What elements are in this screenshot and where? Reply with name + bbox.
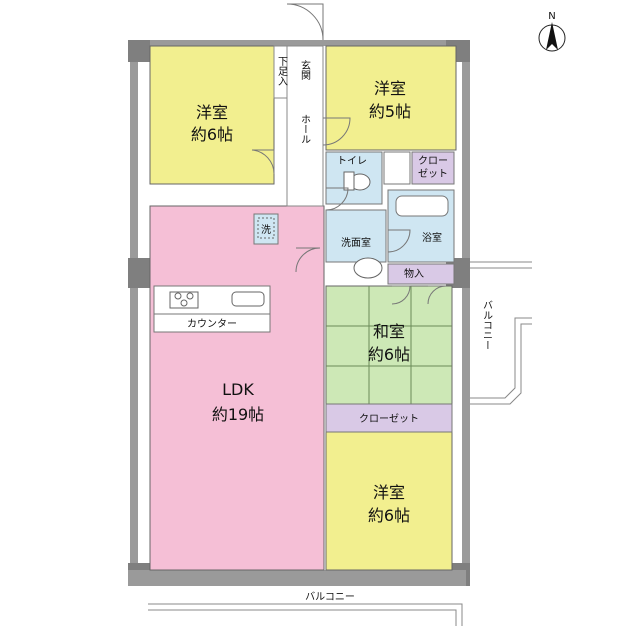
washer-icon	[257, 217, 275, 239]
svg-text:N: N	[548, 11, 555, 22]
kitchen-counter	[153, 285, 271, 315]
balcony-right: バルコニー	[470, 261, 532, 405]
western-room-se-name: 洋室	[373, 483, 405, 502]
japanese-room-size: 約6帖	[368, 345, 410, 364]
counter-label: カウンター	[187, 318, 237, 330]
western-room-ne	[325, 45, 457, 151]
storage	[387, 263, 455, 285]
north-compass-icon: N	[538, 11, 566, 52]
japanese-room-name: 和室	[373, 322, 405, 341]
bathroom-label: 浴室	[422, 231, 442, 244]
closet-small	[411, 151, 455, 185]
western-room-nw-size: 約6帖	[191, 125, 233, 144]
toilet-shelf	[383, 151, 411, 185]
washroom	[325, 209, 387, 263]
western-room-ne-name: 洋室	[374, 79, 406, 98]
storage-label: 物入	[404, 267, 424, 280]
ldk-size: 約19帖	[212, 405, 264, 424]
western-room-ne-size: 約5帖	[369, 102, 411, 121]
closet-wide	[325, 403, 453, 433]
washer-label: 洗	[261, 224, 271, 236]
shoe-storage-label: 下足入	[276, 56, 288, 86]
ldk-room	[149, 205, 325, 571]
ldk-name: LDK	[222, 380, 254, 399]
balcony-right-label: バルコニー	[481, 300, 493, 350]
japanese-room	[325, 285, 453, 405]
western-room-se	[325, 431, 453, 571]
closet-wide-label: クローゼット	[359, 413, 419, 425]
western-room-se-size: 約6帖	[368, 506, 410, 525]
washroom-label: 洗面室	[341, 236, 371, 249]
tatami-lines	[326, 286, 452, 404]
toilet-label: トイレ	[337, 156, 367, 167]
shoe-storage	[273, 45, 288, 99]
entrance-label: 玄関	[299, 59, 311, 81]
hall-label: ホール	[299, 114, 311, 144]
balcony-bottom: バルコニー	[148, 591, 463, 626]
western-room-nw	[149, 45, 275, 185]
kitchen-sink-icon	[231, 291, 265, 307]
closet-small-label-2: ゼット	[418, 168, 448, 180]
western-room-nw-name: 洋室	[196, 103, 228, 122]
entrance-door-icon	[286, 3, 324, 41]
bathtub-icon	[395, 195, 449, 217]
stove-icon	[169, 291, 199, 309]
closet-small-label-1: クロー	[418, 155, 448, 167]
balcony-bottom-label: バルコニー	[305, 591, 355, 603]
counter-bar	[153, 313, 271, 333]
hall	[286, 45, 324, 207]
sink-icon	[353, 257, 383, 279]
door-swing-icons	[251, 117, 447, 305]
